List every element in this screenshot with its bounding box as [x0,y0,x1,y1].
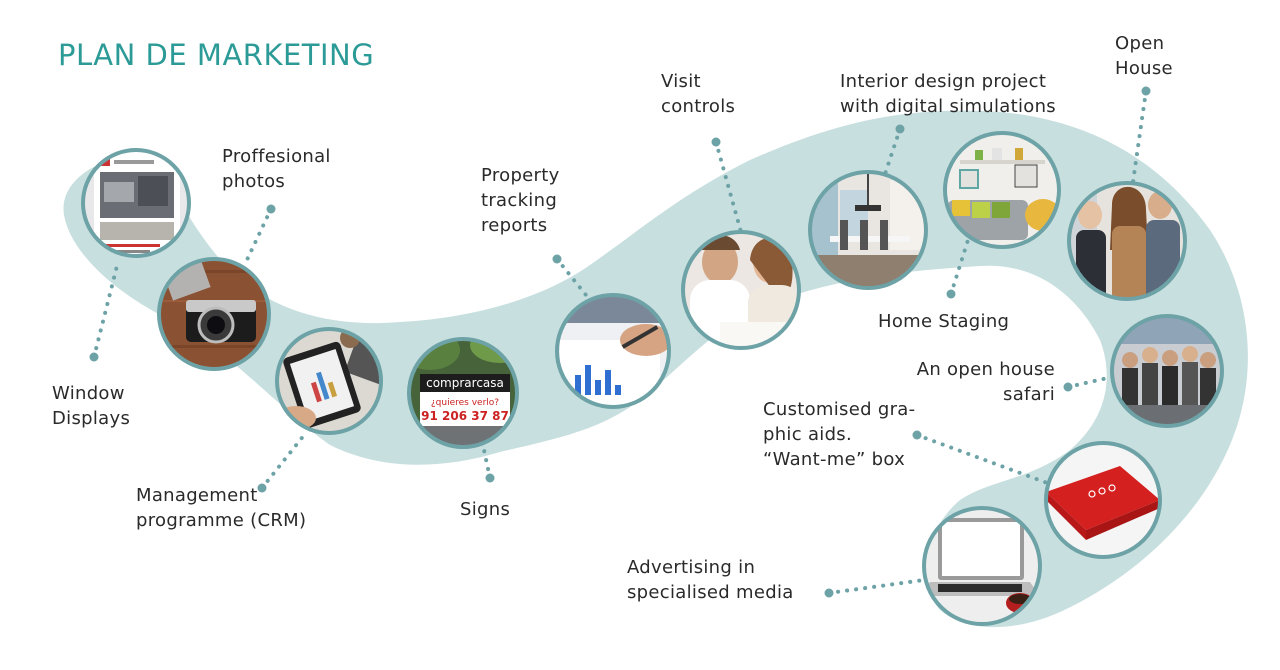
label-professional-photos: Proffesional photos [222,146,331,192]
brochure-photo [83,150,189,256]
connector-open-house-safari [1066,375,1114,389]
label-signs: Signs [460,499,511,520]
connectors [92,89,1148,595]
label-management-programme: Management programme (CRM) [136,485,307,531]
label-window-displays: Window Displays [52,383,131,429]
connector-endpoints [89,86,1151,598]
connector-home-staging [949,238,970,296]
connector-property-tracking [555,257,592,302]
connector-interior-design [883,127,902,176]
crowd-photo [1112,316,1222,426]
label-open-house: Open House [1115,33,1173,79]
connector-open-house [1131,89,1148,184]
connector-graphic-aids [915,433,1052,486]
label-customised-graphic-aids: Customised gra- phic aids. “Want-me” box [763,399,916,470]
label-visit-controls: Visit controls [661,71,736,117]
label-home-staging: Home Staging [878,311,1010,332]
laptop-photo [924,508,1040,624]
label-interior-design-project: Interior design project with digital sim… [840,71,1056,117]
connector-window-displays [92,260,120,359]
connector-professional-photos [244,207,273,264]
living-room-photo [945,133,1059,247]
sign-brand: comprarcasa [426,376,504,390]
label-property-tracking-reports: Property tracking reports [481,165,560,236]
label-advertising-specialised-media: Advertising in specialised media [627,557,794,603]
page-title: PLAN DE MARKETING [58,38,375,72]
connector-visit-controls [714,140,743,234]
connector-advertising [827,578,926,595]
red-box-photo [1046,443,1160,557]
sign-question: ¿quieres verlo? [431,398,499,408]
report-photo [557,295,669,407]
sign-phone: 91 206 37 87 [421,409,509,423]
label-open-house-safari: An open house safari [916,359,1055,405]
connector-management-programme [260,432,307,490]
